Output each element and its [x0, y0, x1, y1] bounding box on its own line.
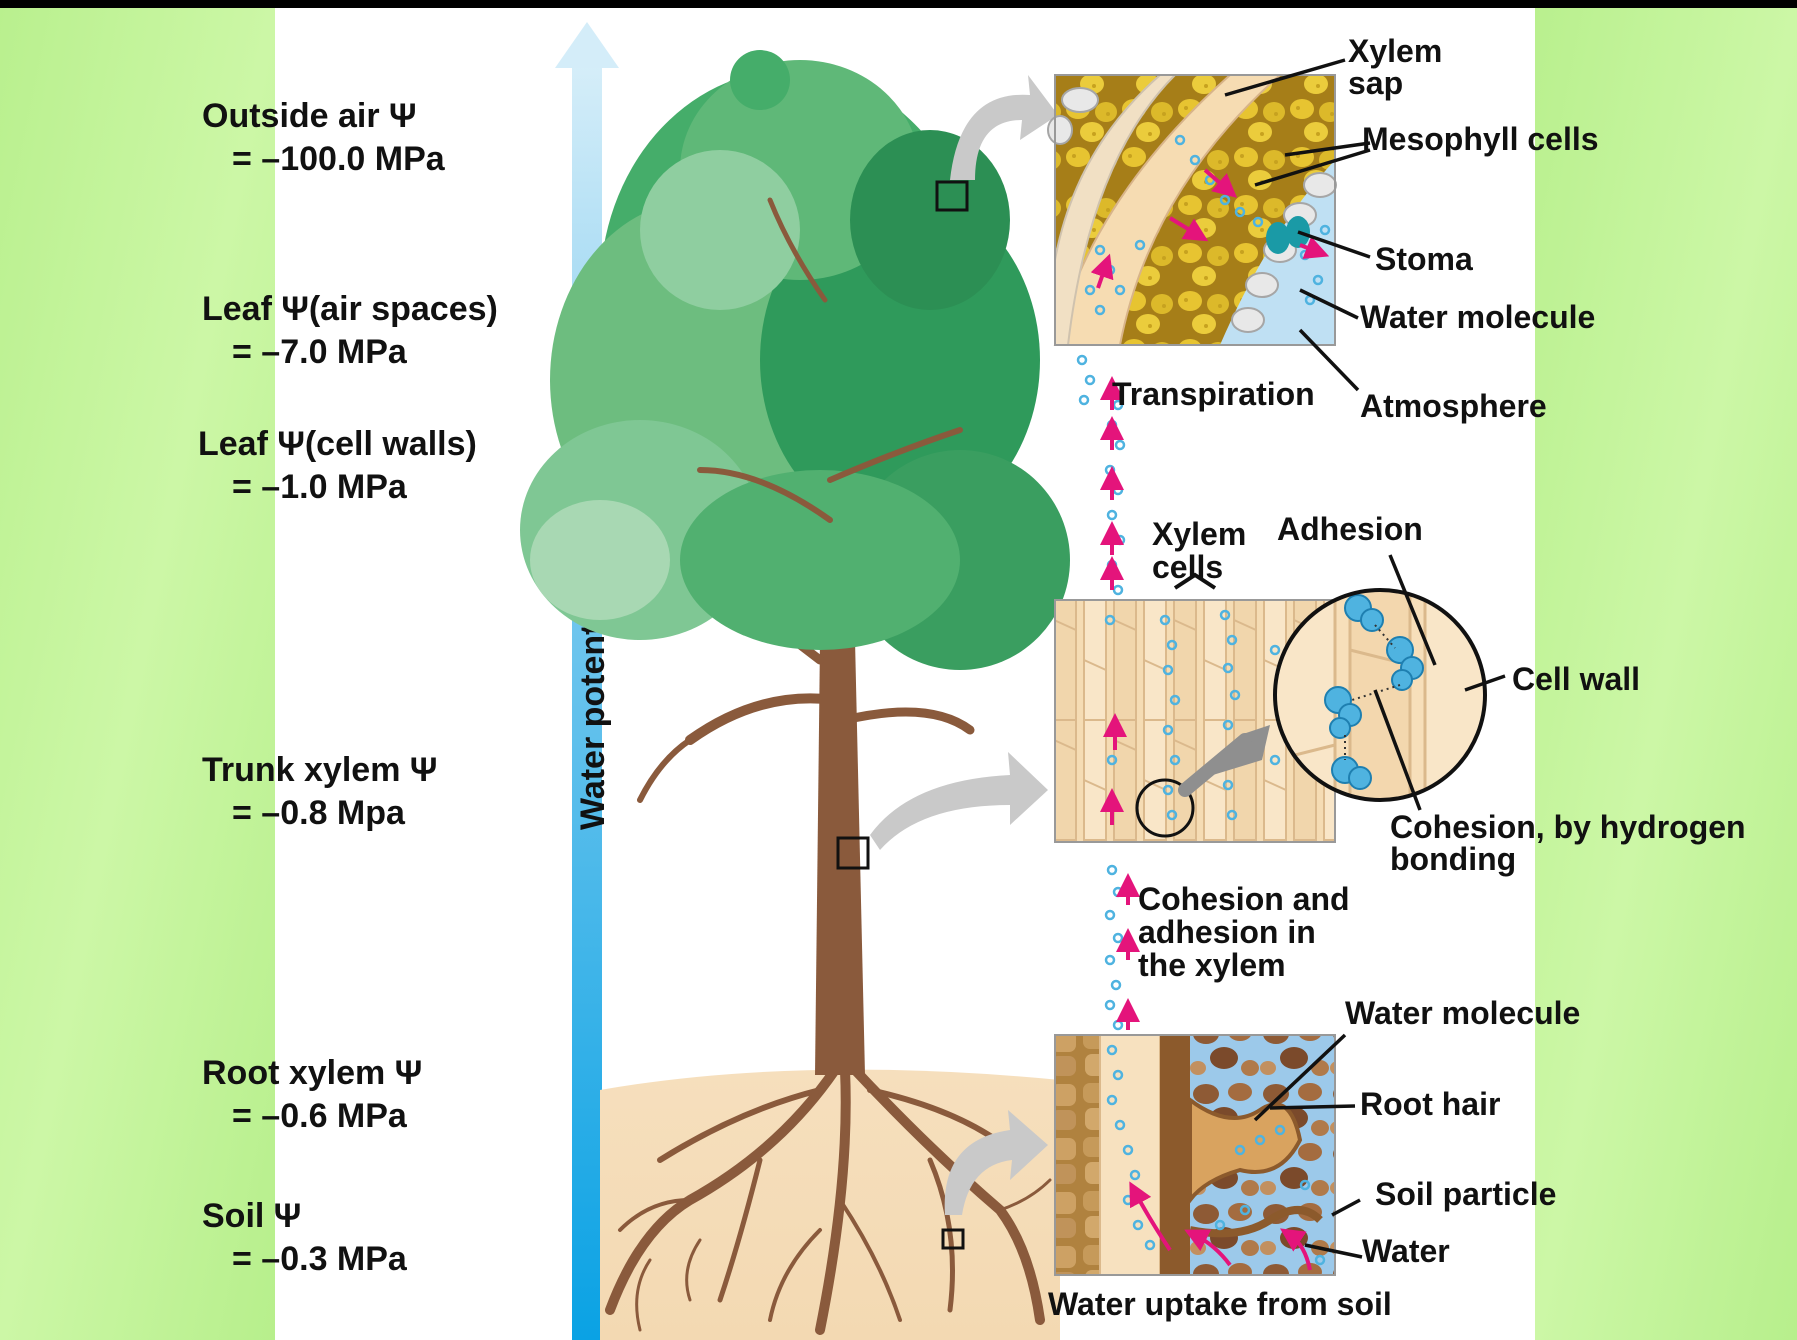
label-xylem-sap-2: sap	[1348, 65, 1403, 101]
label-cohesion-hbond-1: Cohesion, by hydrogen	[1390, 809, 1746, 845]
label-cohesion-adhesion-2: adhesion in	[1138, 914, 1316, 950]
label-xylem-cells-1: Xylem	[1152, 516, 1246, 552]
root-panel	[1055, 1035, 1335, 1275]
psi-trunk-xylem-value: = –0.8 Mpa	[232, 794, 406, 832]
label-cohesion-hbond-2: bonding	[1390, 841, 1516, 877]
label-water-molecule-leaf: Water molecule	[1360, 299, 1595, 335]
psi-root-xylem: Root xylem Ψ	[202, 1054, 422, 1092]
psi-soil-value: = –0.3 MPa	[232, 1240, 408, 1278]
psi-soil: Soil Ψ	[202, 1197, 301, 1235]
psi-outside-air-value: = –100.0 MPa	[232, 140, 446, 178]
label-water-uptake: Water uptake from soil	[1048, 1286, 1392, 1322]
label-xylem-sap-1: Xylem	[1348, 33, 1442, 69]
label-atmosphere: Atmosphere	[1360, 388, 1547, 424]
psi-leaf-cell-walls: Leaf Ψ(cell walls)	[198, 425, 477, 463]
psi-trunk-xylem: Trunk xylem Ψ	[202, 751, 437, 789]
label-water: Water	[1362, 1233, 1450, 1269]
label-cell-wall: Cell wall	[1512, 661, 1640, 697]
label-mesophyll-cells: Mesophyll cells	[1362, 121, 1599, 157]
stoma-guard-cell	[1266, 222, 1290, 254]
leaf-panel	[1048, 75, 1336, 345]
label-xylem-cells-2: cells	[1152, 549, 1223, 585]
psi-leaf-cell-walls-value: = –1.0 MPa	[232, 468, 408, 506]
psi-root-xylem-value: = –0.6 MPa	[232, 1097, 408, 1135]
psi-leaf-air: Leaf Ψ(air spaces)	[202, 290, 498, 328]
label-transpiration: Transpiration	[1112, 376, 1315, 412]
label-water-molecule-root: Water molecule	[1345, 995, 1580, 1031]
left-green-panel	[0, 0, 275, 1340]
psi-leaf-air-value: = –7.0 MPa	[232, 333, 408, 371]
label-stoma: Stoma	[1375, 241, 1473, 277]
psi-outside-air: Outside air Ψ	[202, 97, 417, 135]
label-adhesion: Adhesion	[1277, 511, 1423, 547]
label-root-hair: Root hair	[1360, 1086, 1500, 1122]
label-cohesion-adhesion-3: the xylem	[1138, 947, 1286, 983]
label-cohesion-adhesion-1: Cohesion and	[1138, 881, 1350, 917]
label-soil-particle: Soil particle	[1375, 1176, 1556, 1212]
